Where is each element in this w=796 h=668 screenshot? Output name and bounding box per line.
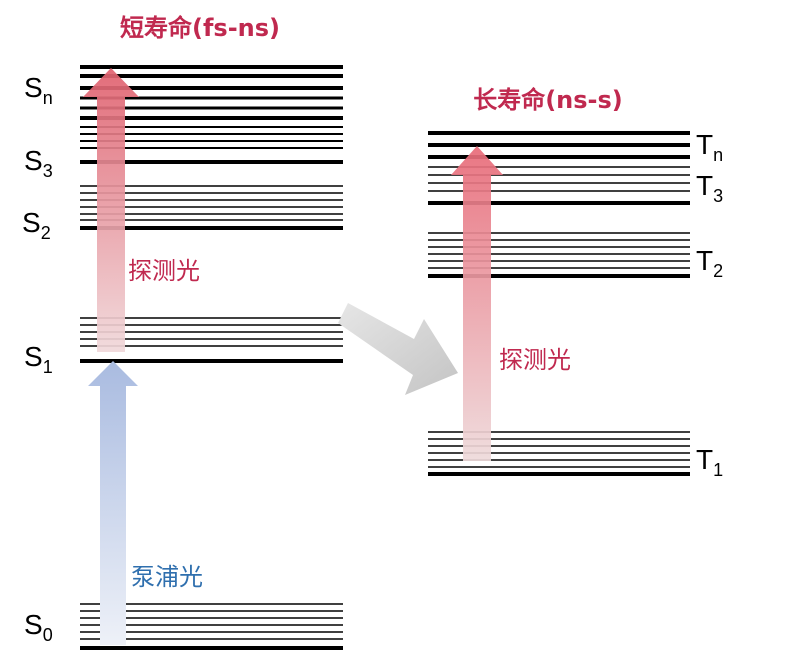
isc-arrow <box>338 303 458 395</box>
label-t3: T3 <box>696 170 723 206</box>
level-t1-band <box>428 431 690 476</box>
label-tn: Tn <box>696 129 723 165</box>
label-s3: S3 <box>24 145 53 181</box>
probe-arrow-singlet <box>83 68 139 352</box>
pump-arrow <box>88 361 138 645</box>
label-t2: T2 <box>696 245 723 281</box>
label-t1: T1 <box>696 444 723 480</box>
probe-arrow-triplet <box>451 146 503 461</box>
label-s0: S0 <box>24 609 53 645</box>
probe-label-singlet: 探测光 <box>128 257 200 285</box>
pump-label: 泵浦光 <box>131 563 203 591</box>
label-s1: S1 <box>24 341 53 377</box>
label-sn: Sn <box>24 72 53 108</box>
probe-label-triplet: 探测光 <box>499 346 571 374</box>
singlet-title: 短寿命(fs-ns) <box>120 14 280 42</box>
label-s2: S2 <box>22 207 51 243</box>
triplet-levels <box>428 131 690 476</box>
triplet-title: 长寿命(ns-s) <box>473 86 623 114</box>
